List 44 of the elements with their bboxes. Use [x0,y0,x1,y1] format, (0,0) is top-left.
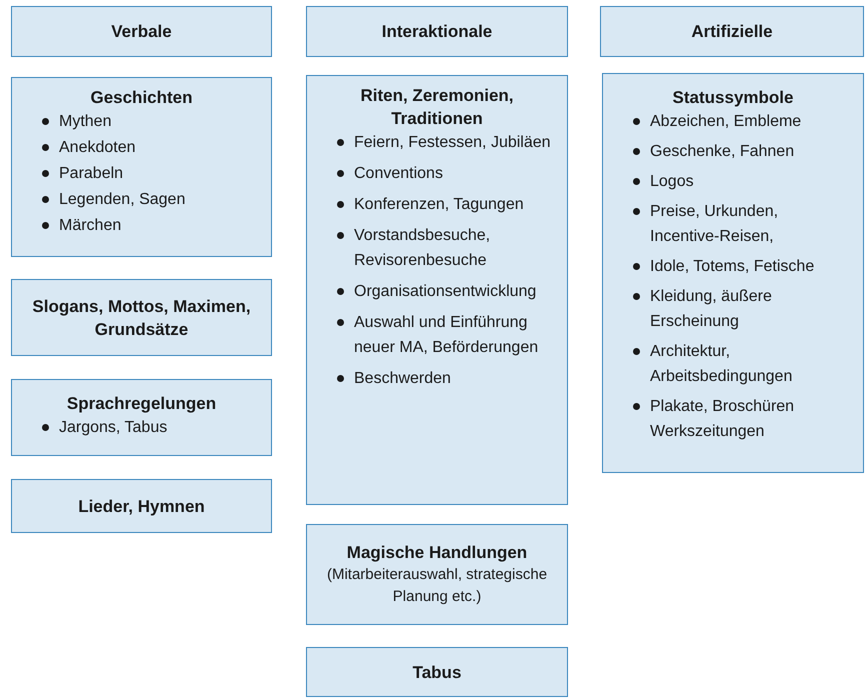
box-heading: Riten, Zeremonien, Traditionen [359,85,515,130]
box-heading: Artifizielle [690,21,774,43]
list-item-text: Beschwerden [354,369,451,389]
box-heading: Verbale [110,21,173,43]
list-item-text: Organisationsentwicklung [354,282,536,302]
category-box [306,524,568,625]
list-item-text: Märchen [59,216,122,236]
category-box [11,479,272,533]
category-box [600,6,864,57]
list-item-text: Preise, Urkunden, Incentive-Reisen, [650,202,780,247]
box-heading: Geschichten [89,87,194,109]
box-heading: Tabus [412,662,462,684]
list-item-text: Mythen [59,112,112,132]
list-item-text: Conventions [354,164,443,184]
box-heading: Statussymbole [672,87,794,109]
list-item-text: Abzeichen, Embleme [650,112,802,132]
list-item-text: Legenden, Sagen [59,190,186,210]
category-box [306,75,568,505]
list-item-text: Plakate, Broschüren Werkszeitungen [650,397,796,442]
list-item-text: Kleidung, äußere Erscheinung [650,287,773,332]
box-heading: Sprachregelungen [66,393,218,415]
list-item-text: Vorstandsbesuche, Revisorenbesuche [354,226,492,271]
list-item-text: Idole, Totems, Fetische [650,257,814,277]
category-box [11,379,272,456]
box-heading: Slogans, Mottos, Maximen, Grundsätze [31,296,252,340]
list-item-text: Logos [650,172,694,192]
list-item-text: Feiern, Festessen, Jubiläen [354,133,551,153]
list-item-text: Konferenzen, Tagungen [354,195,524,215]
category-box [11,77,272,257]
category-box [11,6,272,57]
box-heading: Lieder, Hymnen [77,496,206,518]
list-item-text: Anekdoten [59,138,136,158]
list-item-text: Parabeln [59,164,124,184]
category-box [306,647,568,697]
list-item-text: Jargons, Tabus [59,418,168,438]
list-item-text: Geschenke, Fahnen [650,142,794,162]
box-heading: Magische Handlungen [346,542,528,564]
box-body-text: (Mitarbeiterauswahl, strategische Planung etc.) [326,565,548,607]
category-box [306,6,568,57]
category-box [602,73,864,473]
box-heading: Interaktionale [380,21,494,43]
category-box [11,279,272,356]
list-item-text: Architektur, Arbeitsbedingungen [650,342,794,387]
list-item-text: Auswahl und Einführung neuer MA, Beförderungen [354,313,540,358]
